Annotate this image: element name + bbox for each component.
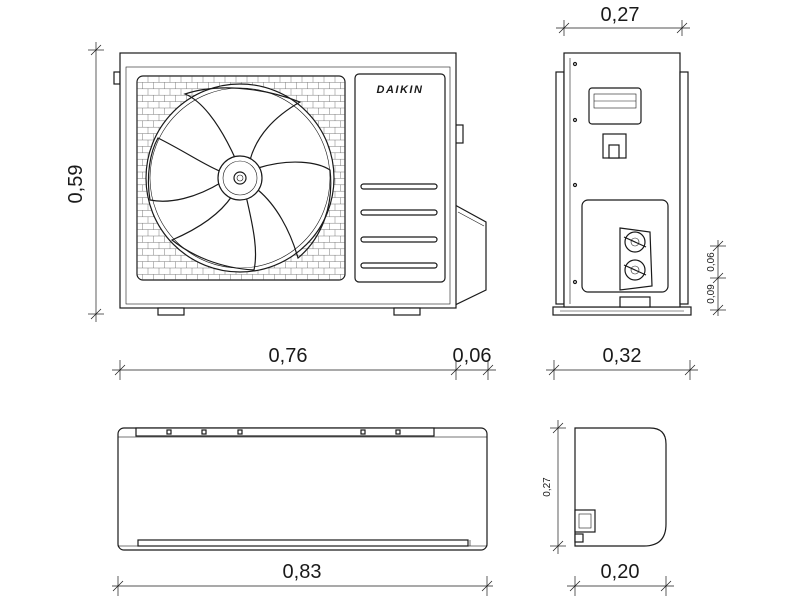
brand-logo: DAIKIN [377, 84, 424, 96]
service-valves [619, 231, 651, 308]
dimension-outdoor-height: 0,59 [65, 42, 104, 322]
dimension-side-small: 0,06 0,09 [706, 240, 726, 316]
label-indoor-depth: 0,20 [601, 561, 640, 583]
dimension-indoor-height: 0,27 [542, 420, 566, 554]
panel-vents [360, 183, 438, 269]
outdoor-unit-side-view [552, 52, 692, 316]
label-indoor-width: 0,83 [283, 561, 322, 583]
indoor-unit-side-view [574, 427, 667, 547]
top-grille-clips [166, 429, 401, 435]
label-outdoor-height: 0,59 [65, 165, 87, 204]
dimension-indoor-width: 0,83 [112, 561, 493, 596]
indoor-unit-front-view [117, 427, 488, 551]
dimension-side-top: 0,27 [556, 4, 690, 36]
label-side-depth: 0,32 [603, 345, 642, 367]
dimension-indoor-depth: 0,20 [567, 561, 674, 596]
label-indoor-height: 0,27 [542, 477, 553, 497]
outdoor-unit-front-view: DAIKIN [113, 52, 487, 316]
label-outdoor-extra: 0,06 [453, 345, 492, 367]
side-screws [572, 61, 578, 285]
dimension-side-depth: 0,32 [546, 345, 698, 380]
label-outdoor-width: 0,76 [269, 345, 308, 367]
label-side-small-upper: 0,06 [706, 252, 717, 272]
label-side-small-lower: 0,09 [706, 284, 717, 304]
dimension-outdoor-width: 0,76 0,06 [112, 345, 496, 380]
label-side-top: 0,27 [601, 4, 640, 26]
fan-blades [147, 87, 332, 271]
